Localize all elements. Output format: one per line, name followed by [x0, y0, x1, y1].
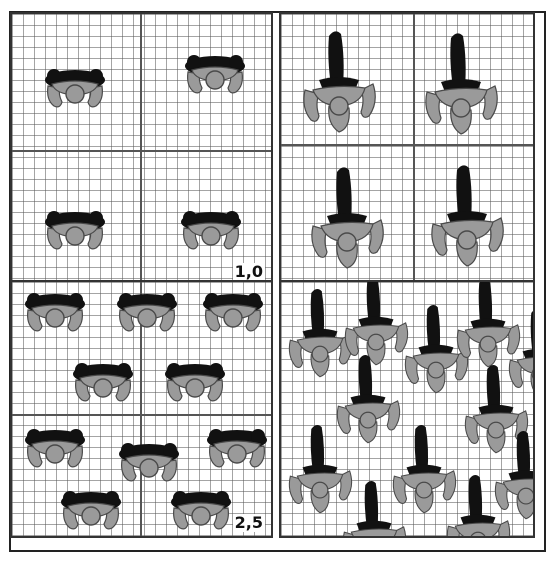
creature-figure [112, 288, 182, 338]
panel-label: 2,5 [233, 514, 265, 532]
creature-figure [20, 288, 90, 338]
creature-figure [176, 206, 246, 256]
creature-figure [198, 288, 268, 338]
panel-divider-horizontal [12, 414, 271, 416]
creature-figure [299, 28, 379, 138]
panel-label: 1,0 [233, 263, 265, 281]
creature-figure [114, 438, 184, 488]
creature-figure [339, 478, 409, 538]
creature-figure [68, 358, 138, 408]
creature-figure [307, 164, 387, 274]
panel-divider-horizontal [281, 144, 533, 146]
creature-figure [443, 472, 513, 538]
panel-top-right [279, 12, 535, 287]
creature-figure [40, 206, 110, 256]
creature-figure [40, 64, 110, 114]
creature-figure [166, 486, 236, 536]
panel-bottom-left: 2,5 [10, 280, 273, 538]
creature-figure [160, 358, 230, 408]
panel-bottom-right [279, 280, 535, 538]
creature-figure [20, 424, 90, 474]
creature-figure [202, 424, 272, 474]
creature-figure [427, 162, 507, 272]
panel-divider-vertical [413, 14, 415, 285]
creature-figure [180, 50, 250, 100]
creature-figure [421, 30, 501, 140]
panel-divider-horizontal [12, 150, 271, 152]
panel-top-left: 1,0 [10, 12, 273, 287]
creature-figure [56, 486, 126, 536]
